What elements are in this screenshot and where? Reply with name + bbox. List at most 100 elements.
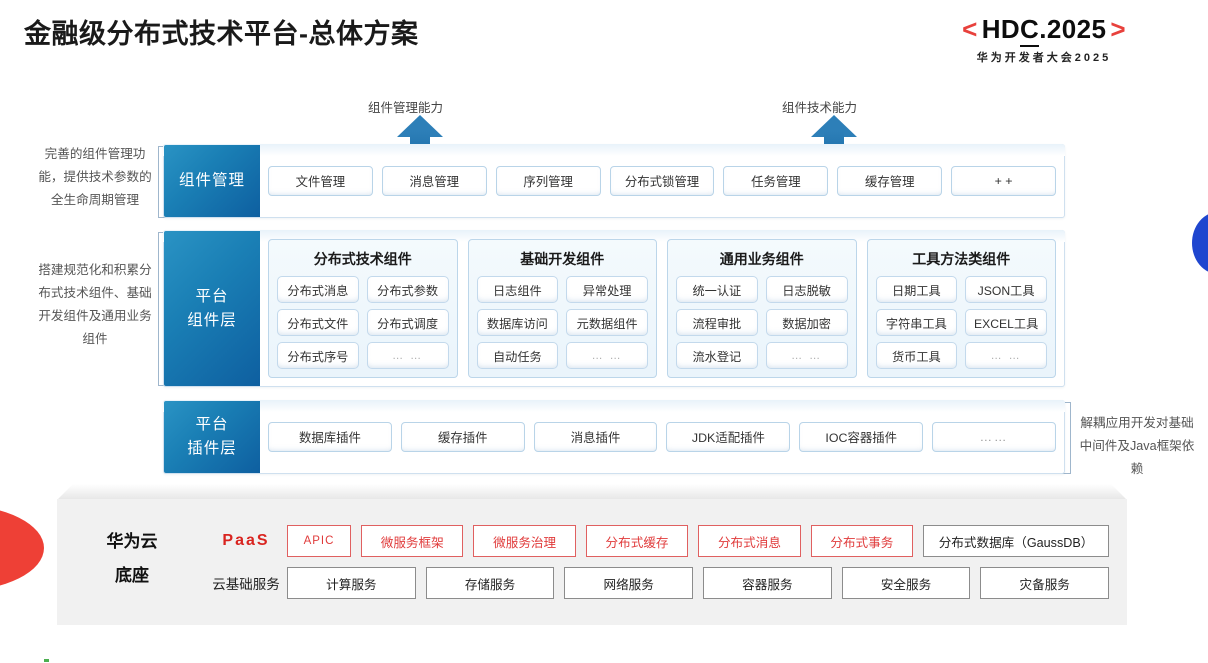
chip-message-plugin[interactable]: 消息插件 <box>533 422 658 452</box>
cell-database-access[interactable]: 数据库访问 <box>476 309 559 336</box>
group-title: 工具方法类组件 <box>912 251 1011 267</box>
pill-microservice-governance[interactable]: 微服务治理 <box>473 525 576 557</box>
pill-distributed-transaction[interactable]: 分布式事务 <box>810 525 914 557</box>
cloud-services-tag: 云基础服务 <box>212 577 280 592</box>
paas-row: PaaS APIC 微服务框架 微服务治理 分布式缓存 分布式消息 分布式事务 … <box>205 525 1110 557</box>
base-label-line2: 底座 <box>115 566 149 585</box>
blue-lens-decoration <box>1192 212 1208 274</box>
layer-label-line1: 平台 <box>195 287 229 305</box>
cell-data-encryption[interactable]: 数据加密 <box>765 309 848 336</box>
group-cells: 日期工具 JSON工具 字符串工具 EXCEL工具 货币工具 … … <box>875 276 1047 369</box>
chip-cache-plugin[interactable]: 缓存插件 <box>400 422 525 452</box>
layer-label-line2: 插件层 <box>187 440 237 457</box>
chip-message-management[interactable]: 消息管理 <box>381 166 487 196</box>
chip-sequence-management[interactable]: 序列管理 <box>495 166 601 196</box>
cell-metadata-component[interactable]: 元数据组件 <box>566 309 648 336</box>
chip-database-plugin[interactable]: 数据库插件 <box>268 422 392 452</box>
pill-disaster-recovery-service[interactable]: 灾备服务 <box>980 567 1110 599</box>
chip-ioc-container-plugin[interactable]: IOC容器插件 <box>799 422 924 452</box>
layer-label-line1: 组件管理 <box>178 172 245 189</box>
cell-distributed-sequence[interactable]: 分布式序号 <box>277 342 359 369</box>
cell-unified-authentication[interactable]: 统一认证 <box>676 276 758 303</box>
logo-text-c: C <box>1020 14 1040 47</box>
cell-distributed-parameter[interactable]: 分布式参数 <box>366 276 449 303</box>
group-general-business-components: 通用业务组件 统一认证 日志脱敏 流程审批 数据加密 流水登记 … … <box>667 239 857 378</box>
paas-tag: PaaS <box>222 532 270 549</box>
capability-label-technology: 组件技术能力 <box>782 101 858 115</box>
pill-security-service[interactable]: 安全服务 <box>841 567 971 599</box>
cloud-services-items: 计算服务 存储服务 网络服务 容器服务 安全服务 灾备服务 <box>287 567 1110 599</box>
cell-more[interactable]: … … <box>765 342 848 369</box>
chip-distributed-lock-management[interactable]: 分布式锁管理 <box>609 166 715 196</box>
group-cells: 统一认证 日志脱敏 流程审批 数据加密 流水登记 … … <box>676 276 848 369</box>
pill-network-service[interactable]: 网络服务 <box>564 567 694 599</box>
cell-date-utility[interactable]: 日期工具 <box>875 276 958 303</box>
pill-distributed-message[interactable]: 分布式消息 <box>698 525 801 557</box>
group-title: 通用业务组件 <box>719 251 804 267</box>
side-note-platform-components: 搭建规范化和积累分布式技术组件、基础开发组件及通用业务组件 <box>38 263 152 346</box>
bracket-right-row3 <box>1061 402 1071 474</box>
cell-log-component[interactable]: 日志组件 <box>476 276 559 303</box>
arrow-head <box>397 115 443 137</box>
pill-storage-service[interactable]: 存储服务 <box>425 567 555 599</box>
pill-container-service[interactable]: 容器服务 <box>703 567 832 599</box>
cell-currency-utility[interactable]: 货币工具 <box>875 342 958 369</box>
cell-transaction-registration[interactable]: 流水登记 <box>676 342 758 369</box>
pill-distributed-database-gaussdb[interactable]: 分布式数据库（GaussDB） <box>923 525 1110 557</box>
cell-process-approval[interactable]: 流程审批 <box>676 309 758 336</box>
cell-distributed-schedule[interactable]: 分布式调度 <box>366 309 449 336</box>
pill-compute-service[interactable]: 计算服务 <box>287 567 416 599</box>
page-title: 金融级分布式技术平台-总体方案 <box>24 19 419 49</box>
layer-label-platform-plugin-layer: 平台 插件层 <box>164 401 260 473</box>
row-platform-component-layer: 平台 组件层 分布式技术组件 分布式消息 分布式参数 分布式文件 分布式调度 分… <box>163 230 1065 387</box>
logo-right-angle-icon: > <box>1110 14 1126 44</box>
chip-cache-management[interactable]: 缓存管理 <box>837 166 943 196</box>
arrow-head <box>811 115 857 137</box>
chip-more[interactable]: …… <box>932 422 1056 452</box>
chip-file-management[interactable]: 文件管理 <box>268 166 373 196</box>
hdc-logo-wordmark: <HDC.2025> <box>894 14 1194 47</box>
paas-items: APIC 微服务框架 微服务治理 分布式缓存 分布式消息 分布式事务 分布式数据… <box>287 525 1110 557</box>
side-note-decoupling: 解耦应用开发对基础中间件及Java框架依赖 <box>1079 416 1195 476</box>
chip-add-more[interactable]: + + <box>951 166 1057 196</box>
logo-text-year: .2025 <box>1039 14 1107 44</box>
cell-log-desensitization[interactable]: 日志脱敏 <box>765 276 848 303</box>
green-speck-artifact <box>44 659 49 662</box>
cell-more[interactable]: … … <box>566 342 648 369</box>
base-platform: 华为云 底座 PaaS APIC 微服务框架 微服务治理 分布式缓存 分布式消息… <box>57 499 1127 625</box>
layer-label-line1: 平台 <box>195 416 229 433</box>
cell-more[interactable]: … … <box>965 342 1047 369</box>
pill-apic[interactable]: APIC <box>287 525 351 557</box>
capability-label-management: 组件管理能力 <box>368 101 444 115</box>
group-title: 分布式技术组件 <box>313 251 412 267</box>
group-cells: 分布式消息 分布式参数 分布式文件 分布式调度 分布式序号 … … <box>277 276 449 369</box>
base-label-line1: 华为云 <box>106 532 158 551</box>
cell-automatic-task[interactable]: 自动任务 <box>476 342 559 369</box>
row-component-management: 组件管理 文件管理 消息管理 序列管理 分布式锁管理 任务管理 缓存管理 + + <box>163 144 1065 218</box>
group-title: 基础开发组件 <box>520 251 605 267</box>
cell-more[interactable]: … … <box>366 342 449 369</box>
cell-exception-handling[interactable]: 异常处理 <box>566 276 648 303</box>
cell-string-utility[interactable]: 字符串工具 <box>875 309 958 336</box>
component-management-items: 文件管理 消息管理 序列管理 分布式锁管理 任务管理 缓存管理 + + <box>268 145 1057 217</box>
pill-distributed-cache[interactable]: 分布式缓存 <box>585 525 689 557</box>
cloud-services-row: 云基础服务 计算服务 存储服务 网络服务 容器服务 安全服务 灾备服务 <box>205 567 1110 599</box>
cell-distributed-file[interactable]: 分布式文件 <box>277 309 359 336</box>
hdc-logo: <HDC.2025> 华为开发者大会2025 <box>894 14 1194 65</box>
layer-label-line2: 组件层 <box>187 311 237 329</box>
chip-task-management[interactable]: 任务管理 <box>723 166 829 196</box>
side-note-component-management: 完善的组件管理功能，提供技术参数的全生命周期管理 <box>38 147 152 207</box>
cell-json-utility[interactable]: JSON工具 <box>965 276 1047 303</box>
group-cells: 日志组件 异常处理 数据库访问 元数据组件 自动任务 … … <box>476 276 648 369</box>
group-basic-development-components: 基础开发组件 日志组件 异常处理 数据库访问 元数据组件 自动任务 … … <box>467 239 657 378</box>
pill-microservice-framework[interactable]: 微服务框架 <box>361 525 464 557</box>
cell-excel-utility[interactable]: EXCEL工具 <box>965 309 1047 336</box>
base-platform-label: 华为云 底座 <box>77 525 187 593</box>
chip-jdk-adapter-plugin[interactable]: JDK适配插件 <box>666 422 791 452</box>
logo-left-angle-icon: < <box>962 14 978 44</box>
cell-distributed-message[interactable]: 分布式消息 <box>277 276 359 303</box>
architecture-diagram: 组件管理 文件管理 消息管理 序列管理 分布式锁管理 任务管理 缓存管理 + +… <box>163 138 1065 483</box>
group-distributed-tech-components: 分布式技术组件 分布式消息 分布式参数 分布式文件 分布式调度 分布式序号 … … <box>268 239 458 378</box>
red-wedge-decoration <box>0 505 44 591</box>
hdc-logo-subtitle: 华为开发者大会2025 <box>976 52 1112 64</box>
